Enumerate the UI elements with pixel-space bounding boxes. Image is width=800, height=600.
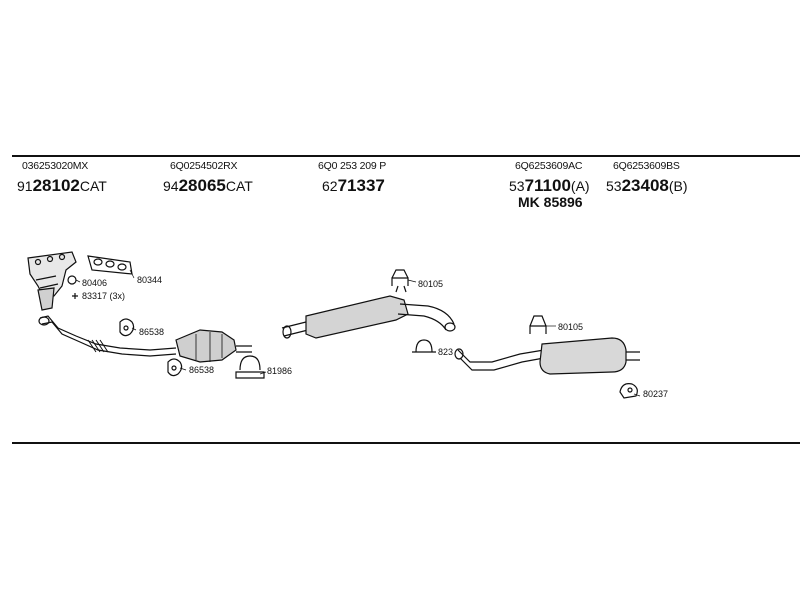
- part-label: 80105: [558, 322, 583, 332]
- oem-number: 6Q6253609AC: [515, 160, 583, 172]
- leader-lines: [75, 269, 641, 397]
- oem-number: 6Q6253609BS: [613, 160, 680, 172]
- article-main: 71337: [337, 176, 385, 195]
- article-number: 6271337: [322, 176, 385, 196]
- part-label: 80105: [418, 279, 443, 289]
- rubber-hanger: [619, 383, 638, 399]
- article-prefix: 62: [322, 178, 338, 194]
- manifold-gasket: [87, 255, 133, 275]
- article-number: 5371100(A): [509, 176, 590, 196]
- oem-number: 036253020MX: [22, 160, 89, 172]
- part-label: 81986: [267, 366, 292, 376]
- rubber-hanger: [391, 269, 409, 293]
- article-suffix: CAT: [79, 178, 107, 194]
- exhaust-manifold: [27, 251, 77, 311]
- article-prefix: 94: [163, 178, 179, 194]
- article-main: 28102: [32, 176, 80, 195]
- part-label: 86538: [139, 327, 164, 337]
- article-suffix: CAT: [225, 178, 253, 194]
- front-pipe: [38, 315, 177, 357]
- rubber-hanger: [529, 315, 547, 334]
- article-suffix: (A): [570, 178, 590, 194]
- article-main: 23408: [621, 176, 669, 195]
- part-label: 80344: [137, 275, 162, 285]
- part-label: 83317 (3x): [82, 291, 125, 301]
- oem-number: 6Q0254502RX: [170, 160, 238, 172]
- part-label: 80406: [82, 278, 107, 288]
- article-main: 71100: [524, 176, 571, 195]
- top-rule: [12, 155, 800, 157]
- article-number: 9128102CAT: [17, 176, 107, 196]
- rubber-mount: [119, 318, 135, 337]
- bottom-rule: [12, 442, 800, 444]
- gasket-ring: [67, 275, 77, 285]
- article-number: 9428065CAT: [163, 176, 253, 196]
- article-number: 5323408(B): [606, 176, 688, 196]
- bolt-set: [72, 293, 78, 299]
- pipe-clamp: [412, 339, 436, 353]
- middle-silencer: [281, 295, 456, 339]
- article-prefix: 91: [17, 178, 33, 194]
- oem-number: 6Q0 253 209 P: [318, 160, 387, 172]
- mounting-kit-number: MK 85896: [518, 194, 583, 210]
- part-label: 86538: [189, 365, 214, 375]
- part-label: 80237: [643, 389, 668, 399]
- rear-silencer: [454, 337, 640, 375]
- rubber-mount: [167, 358, 183, 377]
- article-main: 28065: [178, 176, 226, 195]
- part-label: 823: [438, 347, 453, 357]
- catalytic-converter: [175, 329, 252, 363]
- article-suffix: (B): [668, 178, 688, 194]
- article-prefix: 53: [606, 178, 622, 194]
- article-prefix: 53: [509, 178, 525, 194]
- pipe-clamp: [235, 355, 265, 379]
